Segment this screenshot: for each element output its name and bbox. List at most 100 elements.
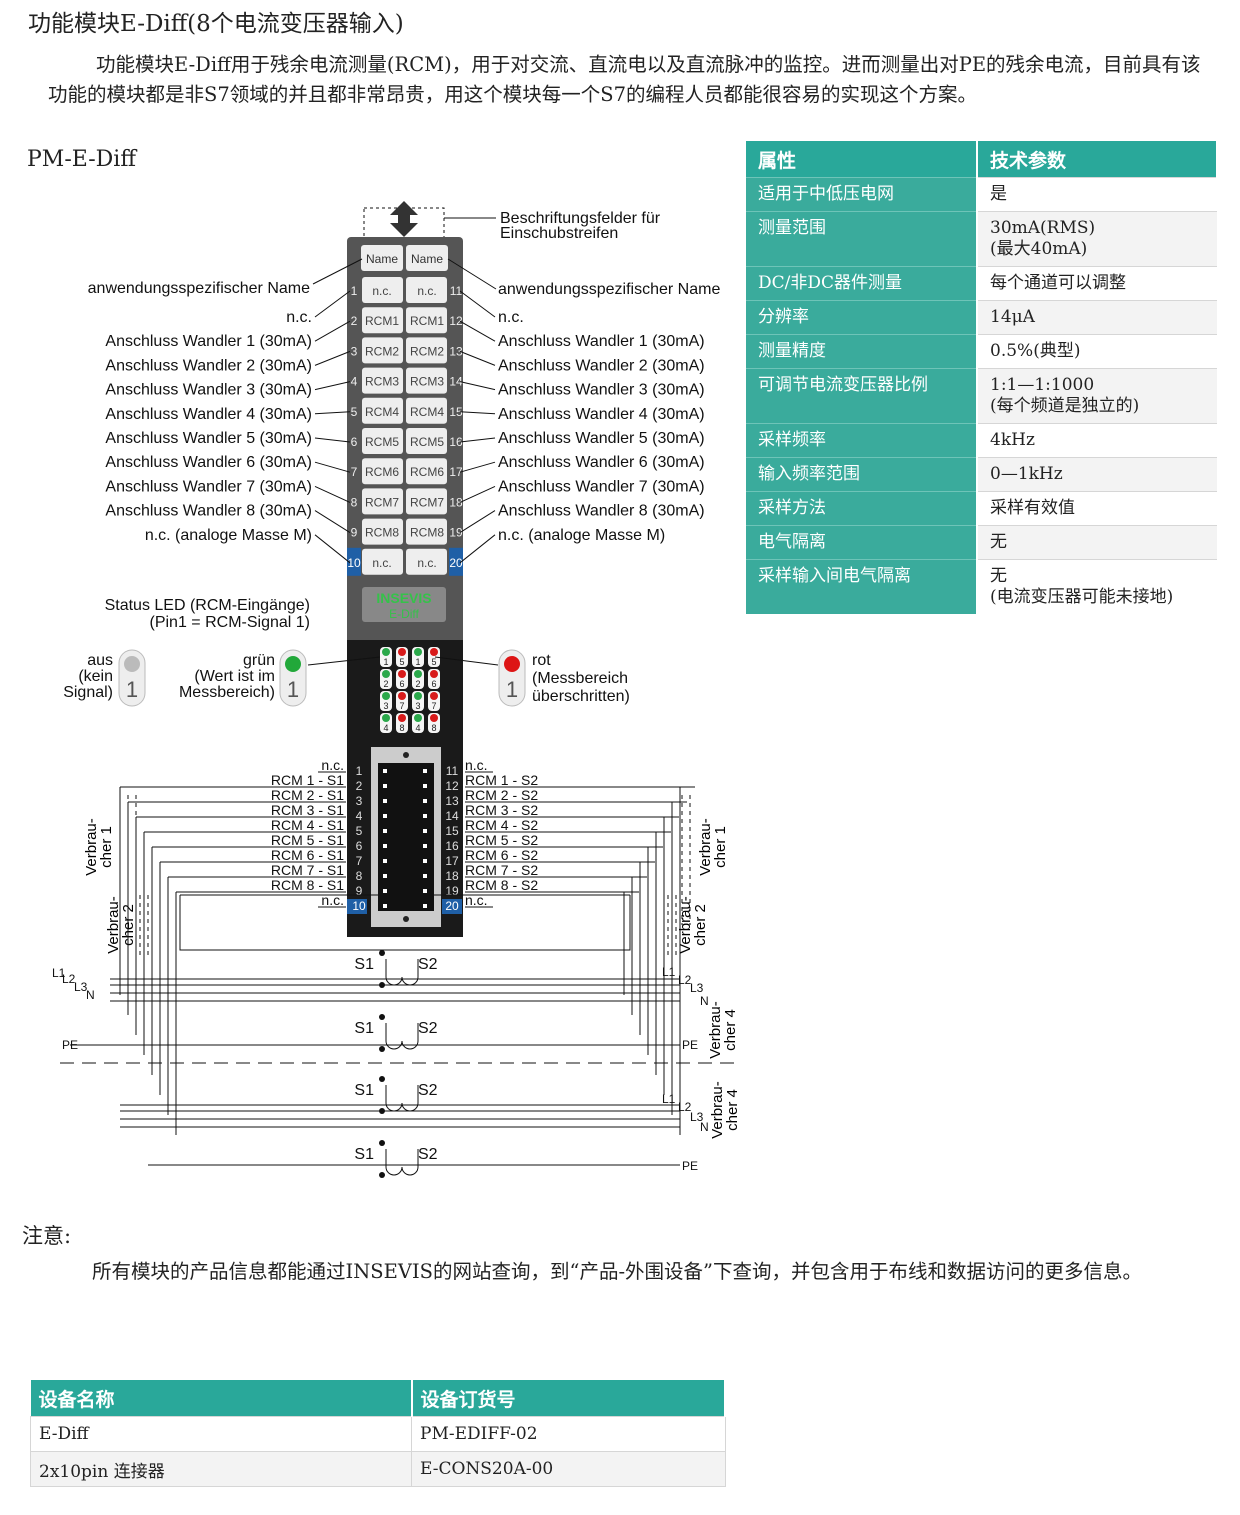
connector-pin bbox=[423, 814, 427, 818]
slot-label: RCM4 bbox=[410, 405, 444, 419]
connector-pin-number: 17 bbox=[445, 854, 459, 868]
terminal-slot bbox=[406, 458, 447, 485]
rcm-s1-label: RCM 2 - S1 bbox=[271, 787, 344, 803]
consumer-4b-right-line: cher 4 bbox=[724, 1089, 741, 1131]
pe-label: PE bbox=[682, 1159, 698, 1173]
wire bbox=[179, 895, 631, 951]
led-off-icon-digit: 1 bbox=[126, 677, 138, 702]
status-led-title: Status LED (RCM-Eingänge) bbox=[105, 597, 310, 614]
transformer-s2-label: S2 bbox=[418, 1082, 438, 1099]
terminal-slot bbox=[362, 367, 403, 394]
mains-label: L2 bbox=[678, 1100, 692, 1114]
spec-key: 适用于中低压电网 bbox=[746, 177, 978, 212]
connector-pin-number: 10 bbox=[352, 899, 366, 913]
pin-number: 18 bbox=[449, 495, 463, 509]
spec-value: 采样有效值 bbox=[977, 491, 1217, 526]
status-led-dot bbox=[382, 692, 390, 700]
consumer-1-right-line: Verbrau- bbox=[697, 818, 714, 876]
leader-line bbox=[314, 534, 351, 564]
slot-label: RCM6 bbox=[365, 465, 399, 479]
slot-label: RCM2 bbox=[365, 344, 399, 358]
terminal-slot bbox=[406, 488, 447, 515]
status-led-subtitle: (Pin1 = RCM-Signal 1) bbox=[150, 614, 311, 631]
slot-label: RCM8 bbox=[410, 526, 444, 540]
pin-number: 13 bbox=[449, 344, 463, 358]
pin-description-right: Anschluss Wandler 8 (30mA) bbox=[498, 503, 705, 520]
status-led-dot bbox=[382, 714, 390, 722]
pin-badge bbox=[449, 547, 463, 576]
spec-header-value: 技术参数 bbox=[977, 141, 1218, 178]
spec-key: 测量范围 bbox=[746, 211, 978, 267]
pin-description-right: Anschluss Wandler 5 (30mA) bbox=[498, 430, 705, 447]
connector-pin bbox=[423, 859, 427, 863]
status-led-number: 4 bbox=[415, 723, 420, 733]
pin-description-left: Anschluss Wandler 2 (30mA) bbox=[105, 357, 312, 374]
consumer-2-left: Verbrau-cher 2 bbox=[105, 896, 137, 954]
consumer-2-right: Verbrau-cher 2 bbox=[677, 896, 709, 954]
status-led-number: 6 bbox=[399, 679, 404, 689]
mains-label: L2 bbox=[62, 972, 76, 986]
slot-label: RCM8 bbox=[365, 526, 399, 540]
status-led-number: 3 bbox=[415, 701, 420, 711]
rcm-s1-label: RCM 6 - S1 bbox=[271, 847, 344, 863]
leader-line bbox=[314, 411, 351, 415]
pin-number: 4 bbox=[351, 375, 358, 389]
spec-header-property: 属性 bbox=[746, 141, 978, 178]
leader-line bbox=[314, 381, 351, 391]
led-green-label: grün bbox=[243, 652, 275, 669]
spec-value: 是 bbox=[977, 177, 1217, 212]
current-transformer-icon bbox=[385, 1023, 419, 1050]
pin-badge bbox=[442, 899, 462, 914]
led-red-label: rot bbox=[532, 652, 551, 669]
consumer-1-left-line: Verbrau- bbox=[83, 818, 100, 876]
pin-number: 6 bbox=[351, 435, 358, 449]
order-device-number: PM-EDIFF-02 bbox=[411, 1416, 726, 1452]
order-device-name: 2x10pin 连接器 bbox=[30, 1451, 412, 1487]
pin-description-right: Anschluss Wandler 2 (30mA) bbox=[498, 357, 705, 374]
status-led-dot bbox=[414, 648, 422, 656]
connector-pin bbox=[383, 874, 387, 878]
consumer-2-right-line: Verbrau- bbox=[677, 896, 694, 954]
double-arrow-icon bbox=[390, 201, 418, 237]
leader-line bbox=[314, 320, 351, 342]
mains-label: L1 bbox=[52, 966, 66, 980]
pin-badge bbox=[347, 547, 361, 576]
spec-key: 可调节电流变压器比例 bbox=[746, 368, 978, 424]
connector-pin-number: 12 bbox=[445, 779, 459, 793]
status-led-dot bbox=[430, 670, 438, 678]
logo-window bbox=[362, 587, 446, 622]
consumer-1-left: Verbrau-cher 1 bbox=[83, 818, 115, 876]
app-name-left: anwendungsspezifischer Name bbox=[88, 280, 310, 297]
connector-screw bbox=[403, 916, 409, 922]
terminal-slot bbox=[362, 337, 403, 364]
connector-nc-label: n.c. bbox=[465, 892, 488, 908]
rcm-s2-label: RCM 7 - S2 bbox=[465, 862, 538, 878]
order-row: 2x10pin 连接器 E-CONS20A-00 bbox=[30, 1451, 726, 1487]
status-led-dot bbox=[398, 670, 406, 678]
rcm-s2-label: RCM 2 - S2 bbox=[465, 787, 538, 803]
leader-line bbox=[459, 510, 496, 534]
connector-pin bbox=[423, 799, 427, 803]
spec-row: 适用于中低压电网是 bbox=[746, 177, 1217, 212]
rcm-s1-label: RCM 1 - S1 bbox=[271, 772, 344, 788]
transformer-s2-label: S2 bbox=[418, 956, 438, 973]
connector-pin bbox=[383, 844, 387, 848]
status-led-dot bbox=[398, 714, 406, 722]
slot-label: RCM4 bbox=[365, 405, 399, 419]
terminal-slot bbox=[406, 337, 447, 364]
status-led-number: 5 bbox=[399, 657, 404, 667]
pin-number: 3 bbox=[351, 344, 358, 358]
connector-nc-label: n.c. bbox=[321, 892, 344, 908]
spec-key: 分辨率 bbox=[746, 300, 978, 335]
leader-line bbox=[447, 258, 497, 290]
pin-number: 11 bbox=[450, 284, 463, 298]
leader-line bbox=[459, 437, 496, 443]
pin-number: 2 bbox=[351, 314, 358, 328]
connector-nc-label: n.c. bbox=[465, 757, 488, 773]
slot-label: n.c. bbox=[372, 556, 391, 570]
led-red-icon-digit: 1 bbox=[506, 677, 518, 702]
